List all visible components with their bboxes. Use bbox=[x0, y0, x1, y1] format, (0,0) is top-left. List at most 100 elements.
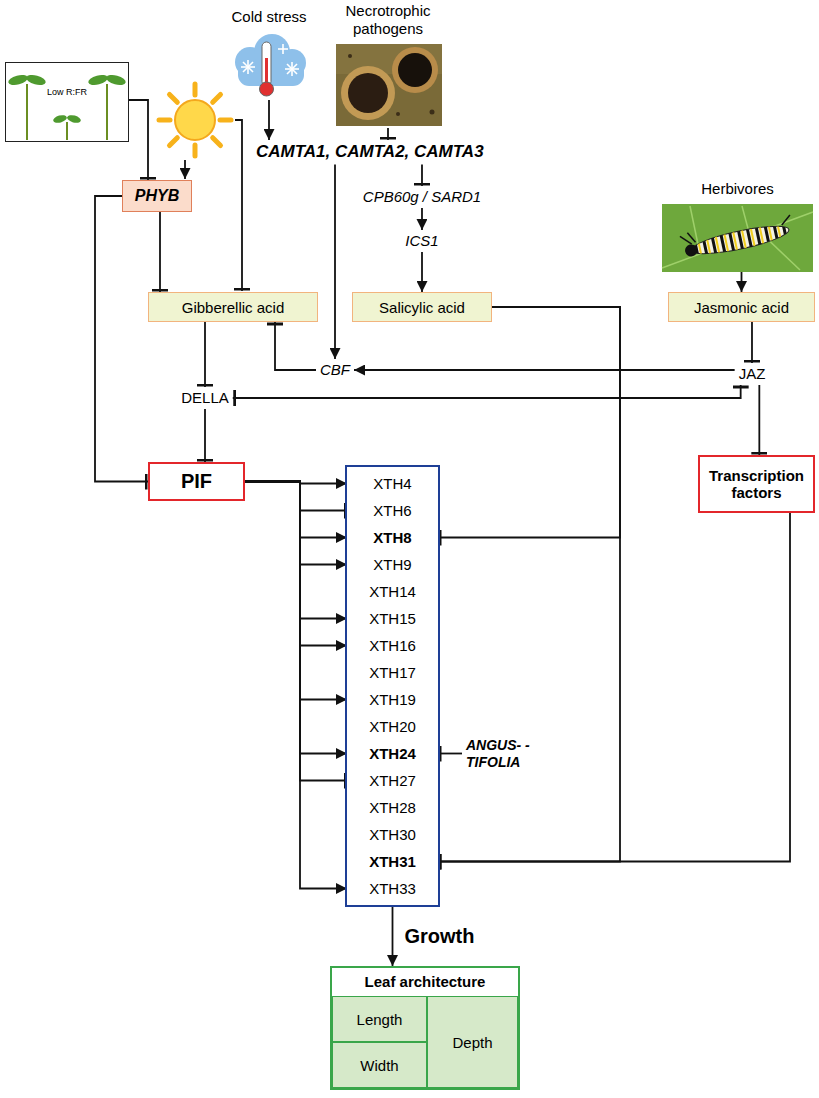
illustration-node: Cold stress bbox=[225, 8, 313, 100]
node-text: XTH19 bbox=[347, 686, 438, 713]
photoreceptor-box: PHYB bbox=[122, 180, 192, 212]
gene-label: CAMTA1, CAMTA2, CAMTA3 bbox=[252, 140, 488, 164]
inhibition-connector bbox=[438, 753, 462, 755]
activation-arrow bbox=[354, 369, 735, 371]
inhibition-connector bbox=[387, 128, 389, 140]
gene-item: XTH17 bbox=[347, 659, 438, 686]
node-text: Herbivores bbox=[660, 180, 815, 198]
seedling-leaf bbox=[7, 73, 29, 87]
activation-arrow bbox=[392, 907, 394, 966]
trait-cell: Width bbox=[332, 1042, 427, 1088]
node-text: Necrotrophic pathogens bbox=[330, 2, 446, 38]
node-text: XTH8 bbox=[347, 524, 438, 551]
inhibition-connector bbox=[245, 482, 347, 511]
gene-label: ICS1 bbox=[401, 230, 442, 252]
gene-label: CPB60g / SARD1 bbox=[359, 186, 485, 208]
inset-panel: Low R:FR bbox=[5, 62, 129, 142]
activation-arrow bbox=[245, 482, 347, 700]
node-text: XTH31 bbox=[347, 848, 438, 875]
node-text: XTH14 bbox=[347, 578, 438, 605]
sun-disc bbox=[175, 100, 215, 140]
inhibition-connector bbox=[233, 385, 741, 398]
node-text: Cold stress bbox=[225, 8, 313, 26]
gene-item: XTH30 bbox=[347, 821, 438, 848]
node-text: ANGUS- -TIFOLIA bbox=[466, 737, 538, 771]
node-text: Gibberellic acid bbox=[182, 299, 285, 316]
node-text: XTH4 bbox=[347, 470, 438, 497]
inhibition-connector bbox=[275, 322, 316, 370]
node-text: Transcription factors bbox=[704, 467, 809, 502]
trait-table: Leaf architectureLengthWidth Depth bbox=[330, 966, 520, 1090]
node-text: XTH6 bbox=[347, 497, 438, 524]
inhibition-connector bbox=[245, 482, 347, 781]
gene-label: JAZ bbox=[735, 363, 770, 385]
node-text: Jasmonic acid bbox=[694, 299, 789, 316]
gene-item: XTH27 bbox=[347, 767, 438, 794]
inhibition-connector bbox=[438, 513, 790, 862]
light-inhibition-line bbox=[235, 120, 242, 291]
node-text: PHYB bbox=[135, 187, 179, 205]
node-text: Leaf architecture bbox=[332, 968, 518, 996]
gene-item: XTH20 bbox=[347, 713, 438, 740]
node-text: DELLA bbox=[181, 389, 229, 407]
inhibition-connector bbox=[204, 322, 206, 387]
gene-item: XTH8 bbox=[347, 524, 438, 551]
gene-label: DELLA bbox=[177, 387, 233, 409]
gene-family-box: XTH4XTH6XTH8XTH9XTH14XTH15XTH16XTH17XTH1… bbox=[345, 465, 440, 907]
trait-cell: Length bbox=[332, 996, 427, 1042]
activation-arrow bbox=[741, 272, 743, 292]
light-arrow bbox=[184, 160, 186, 179]
sun-rays bbox=[159, 84, 231, 156]
gene-item: XTH16 bbox=[347, 632, 438, 659]
node-text: XTH17 bbox=[347, 659, 438, 686]
gene-item: XTH31 bbox=[347, 848, 438, 875]
activation-arrow bbox=[245, 482, 347, 619]
sun-icon bbox=[159, 84, 231, 156]
inhibition-connector bbox=[204, 409, 206, 462]
gene-item: XTH4 bbox=[347, 470, 438, 497]
seedling-stem bbox=[106, 84, 108, 140]
node-text: XTH24 bbox=[347, 740, 438, 767]
seedling-leaf bbox=[25, 73, 47, 87]
gene-item: XTH19 bbox=[347, 686, 438, 713]
node-text: XTH9 bbox=[347, 551, 438, 578]
seedling-leaf bbox=[105, 73, 127, 87]
seedling-leaf bbox=[66, 114, 81, 124]
activation-arrow bbox=[245, 482, 347, 565]
activation-arrow bbox=[245, 482, 347, 754]
gene-item: XTH33 bbox=[347, 875, 438, 902]
gene-item: XTH15 bbox=[347, 605, 438, 632]
gene-item: XTH9 bbox=[347, 551, 438, 578]
node-text: PIF bbox=[181, 470, 212, 493]
gene-item: XTH14 bbox=[347, 578, 438, 605]
node-text: Salicylic acid bbox=[379, 299, 465, 316]
illustration-node: Herbivores bbox=[660, 180, 815, 272]
node-text: XTH16 bbox=[347, 632, 438, 659]
gene-item: XTH6 bbox=[347, 497, 438, 524]
gene-label: ANGUS- -TIFOLIA bbox=[462, 735, 542, 773]
inhibition-connector bbox=[751, 322, 753, 363]
pathogen-illustration bbox=[336, 44, 442, 126]
node-text: CPB60g / SARD1 bbox=[363, 188, 481, 206]
node-text: CAMTA1, CAMTA2, CAMTA3 bbox=[256, 142, 484, 162]
hormone-box: Jasmonic acid bbox=[668, 292, 815, 322]
node-text: Depth bbox=[452, 1034, 492, 1051]
inhibition-connector bbox=[159, 212, 161, 292]
activation-arrow bbox=[421, 252, 423, 292]
trait-cell: Depth bbox=[427, 996, 518, 1088]
activation-arrow bbox=[245, 482, 347, 538]
regulator-box: PIF bbox=[148, 462, 245, 501]
illustration-node: Necrotrophic pathogens bbox=[330, 2, 446, 128]
node-text: XTH27 bbox=[347, 767, 438, 794]
regulator-box: Transcription factors bbox=[698, 455, 815, 513]
node-text: XTH28 bbox=[347, 794, 438, 821]
node-text: XTH20 bbox=[347, 713, 438, 740]
node-text: XTH30 bbox=[347, 821, 438, 848]
gene-item: XTH28 bbox=[347, 794, 438, 821]
herbivore-illustration bbox=[662, 204, 813, 272]
inhibition-connector bbox=[421, 164, 423, 186]
node-text: Length bbox=[357, 1011, 403, 1028]
inhibition-connector bbox=[438, 307, 620, 538]
seedling-stem bbox=[66, 122, 68, 140]
hormone-box: Salicylic acid bbox=[352, 292, 492, 322]
